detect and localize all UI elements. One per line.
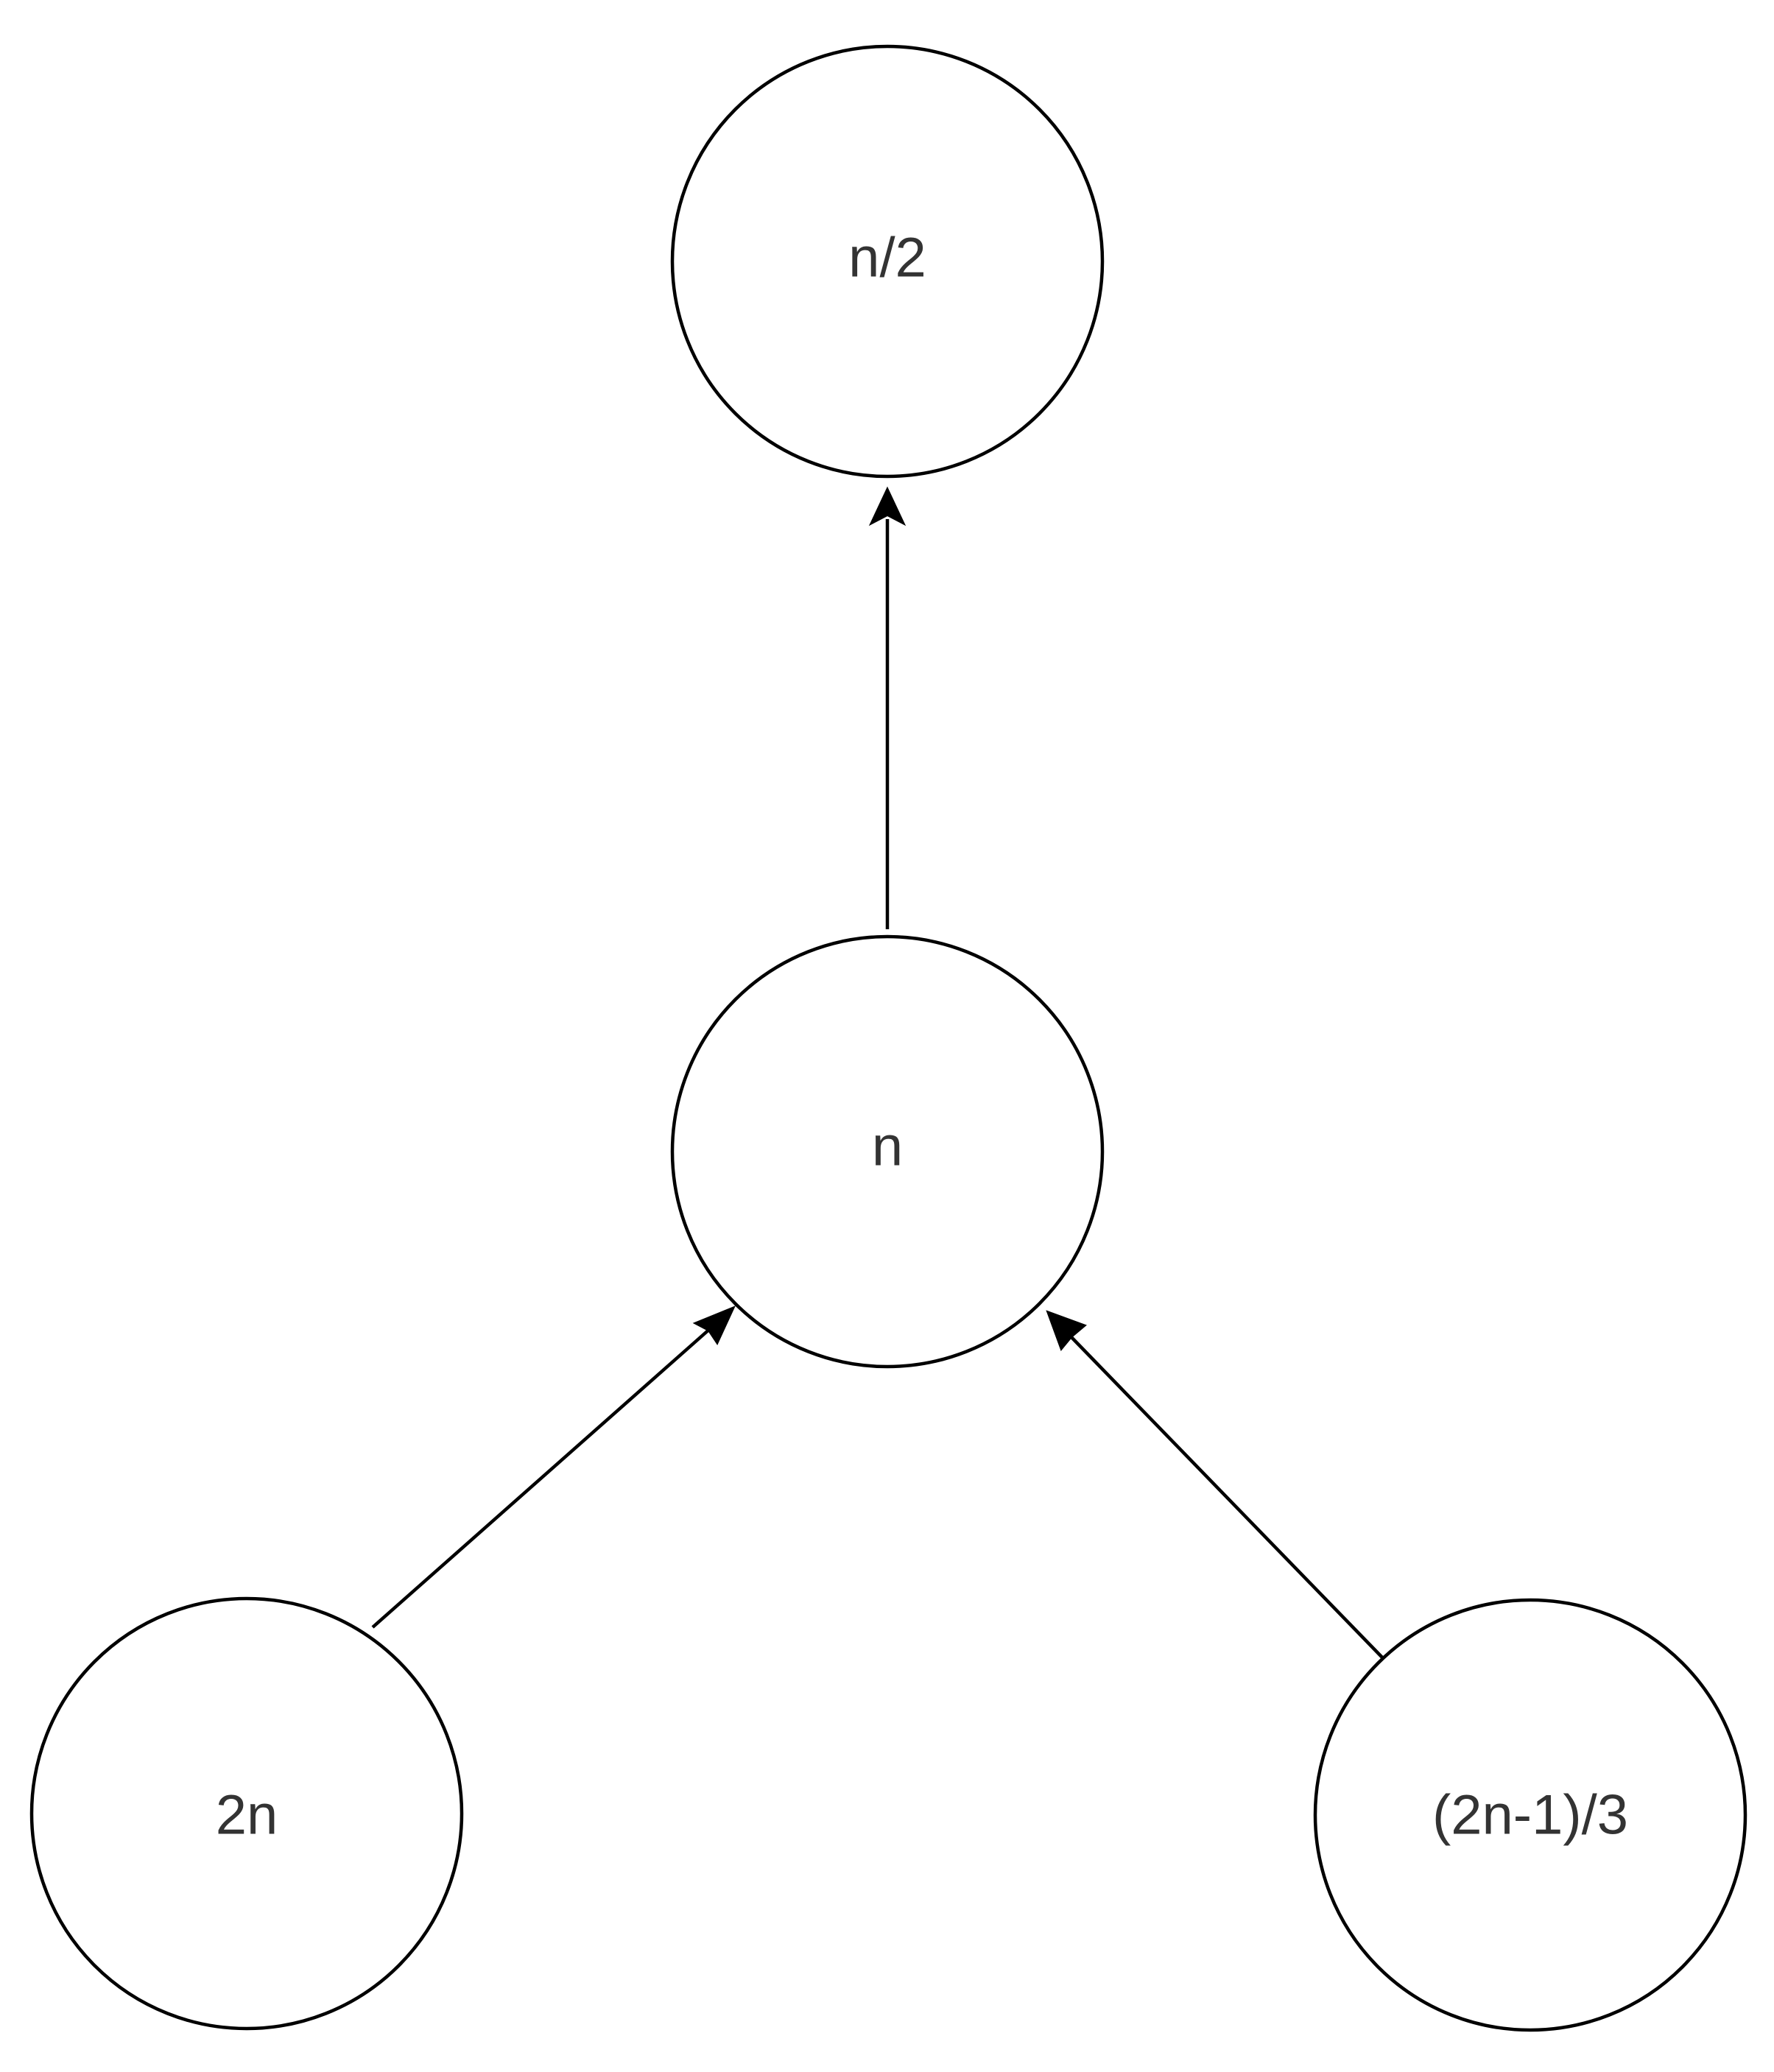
edge-line-odd-to-n: [1067, 1333, 1384, 1660]
edge-double-to-n: [371, 1305, 736, 1629]
nodes-layer: n/2 n 2n (2n-1)/3: [29, 44, 1747, 2032]
node-n-label: n: [872, 1116, 903, 1178]
edge-n-to-half: [868, 486, 907, 929]
node-double-label: 2n: [216, 1784, 278, 1847]
node-odd-circle: [1313, 1598, 1747, 2032]
node-half: n/2: [670, 44, 1105, 479]
node-n: n: [670, 934, 1105, 1369]
node-odd: (2n-1)/3: [1313, 1598, 1747, 2032]
arrowhead-n-to-half: [868, 486, 907, 526]
node-double-circle: [29, 1596, 464, 2031]
edges-layer: [371, 486, 1384, 1660]
edge-line-double-to-n: [371, 1326, 713, 1629]
node-n-circle: [670, 934, 1105, 1369]
node-half-circle: [670, 44, 1105, 479]
arrowhead-double-to-n: [692, 1305, 736, 1346]
node-double: 2n: [29, 1596, 464, 2031]
edge-odd-to-n: [1046, 1310, 1384, 1660]
node-odd-label: (2n-1)/3: [1432, 1784, 1628, 1847]
node-half-label: n/2: [848, 227, 926, 289]
arrowhead-odd-to-n: [1046, 1310, 1087, 1351]
